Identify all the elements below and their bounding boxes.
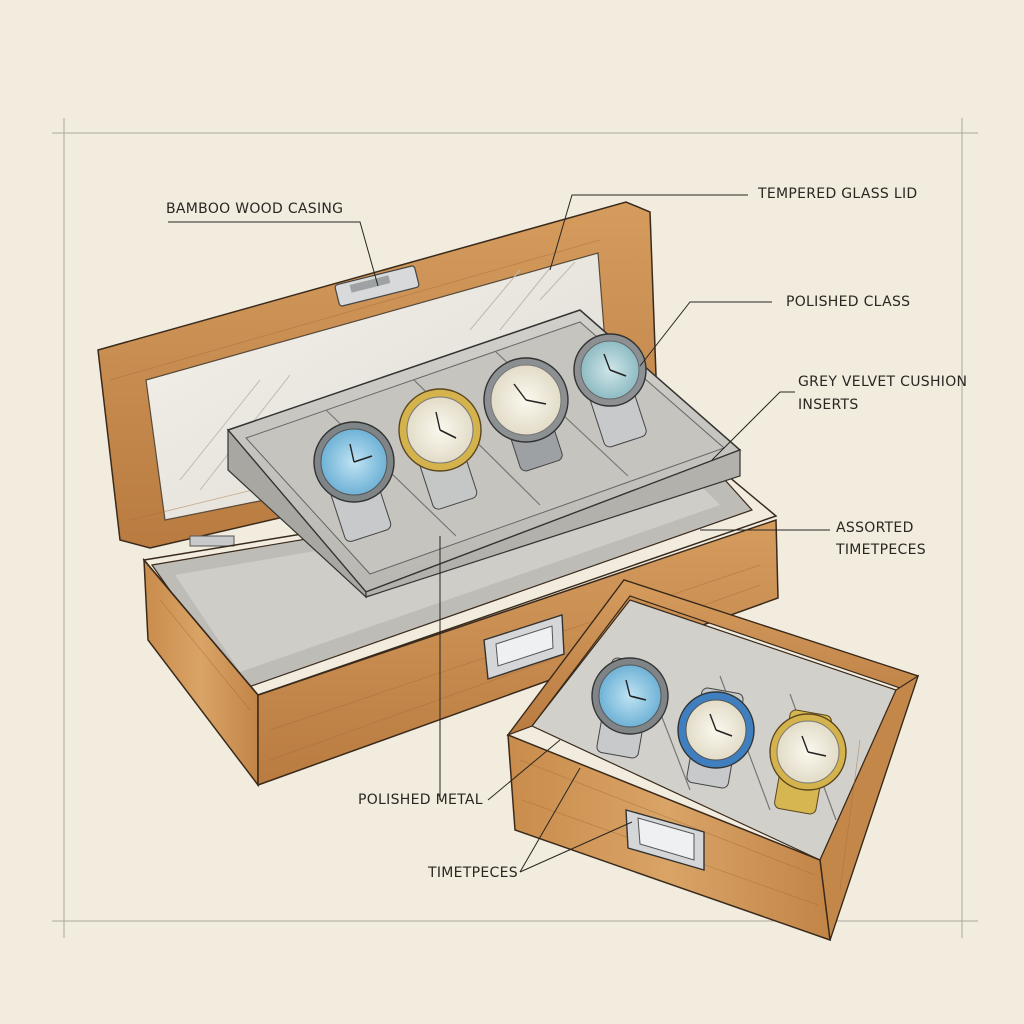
- watch-icon: [573, 333, 647, 448]
- label-velvet-cushion-line2: INSERTS: [798, 397, 859, 413]
- lid-clasp-icon: [334, 265, 420, 307]
- watch-icon: [769, 709, 847, 815]
- label-velvet-cushion-line1: GREY VELVET CUSHION: [798, 374, 968, 390]
- large-watch-box: [97, 201, 779, 788]
- label-assorted-line2: TIMETPECES: [836, 542, 926, 558]
- label-bamboo-casing: BAMBOO WOOD CASING: [166, 201, 344, 217]
- label-assorted-line1: ASSORTED: [836, 520, 914, 536]
- label-tempered-glass-lid: TEMPERED GLASS LID: [758, 186, 918, 202]
- watch-icon: [677, 687, 755, 789]
- label-polished-metal: POLISHED METAL: [358, 792, 483, 808]
- small-watch-box: [506, 579, 920, 942]
- watch-icon: [483, 357, 569, 472]
- watch-icon: [398, 388, 482, 510]
- label-timepieces: TIMETPECES: [428, 865, 518, 881]
- watch-icon: [591, 657, 669, 759]
- leader-lines: [168, 194, 830, 873]
- small-handle-icon: [625, 809, 705, 871]
- watch-icon: [313, 421, 395, 542]
- label-polished-class: POLISHED CLASS: [786, 294, 911, 310]
- front-handle-icon: [483, 614, 565, 680]
